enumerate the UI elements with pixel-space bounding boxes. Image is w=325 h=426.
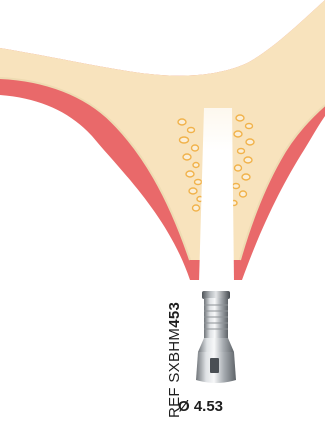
- socket-channel: [199, 108, 234, 282]
- diameter-label: Ø 4.53: [178, 398, 223, 415]
- healing-abutment-icon: [196, 291, 236, 383]
